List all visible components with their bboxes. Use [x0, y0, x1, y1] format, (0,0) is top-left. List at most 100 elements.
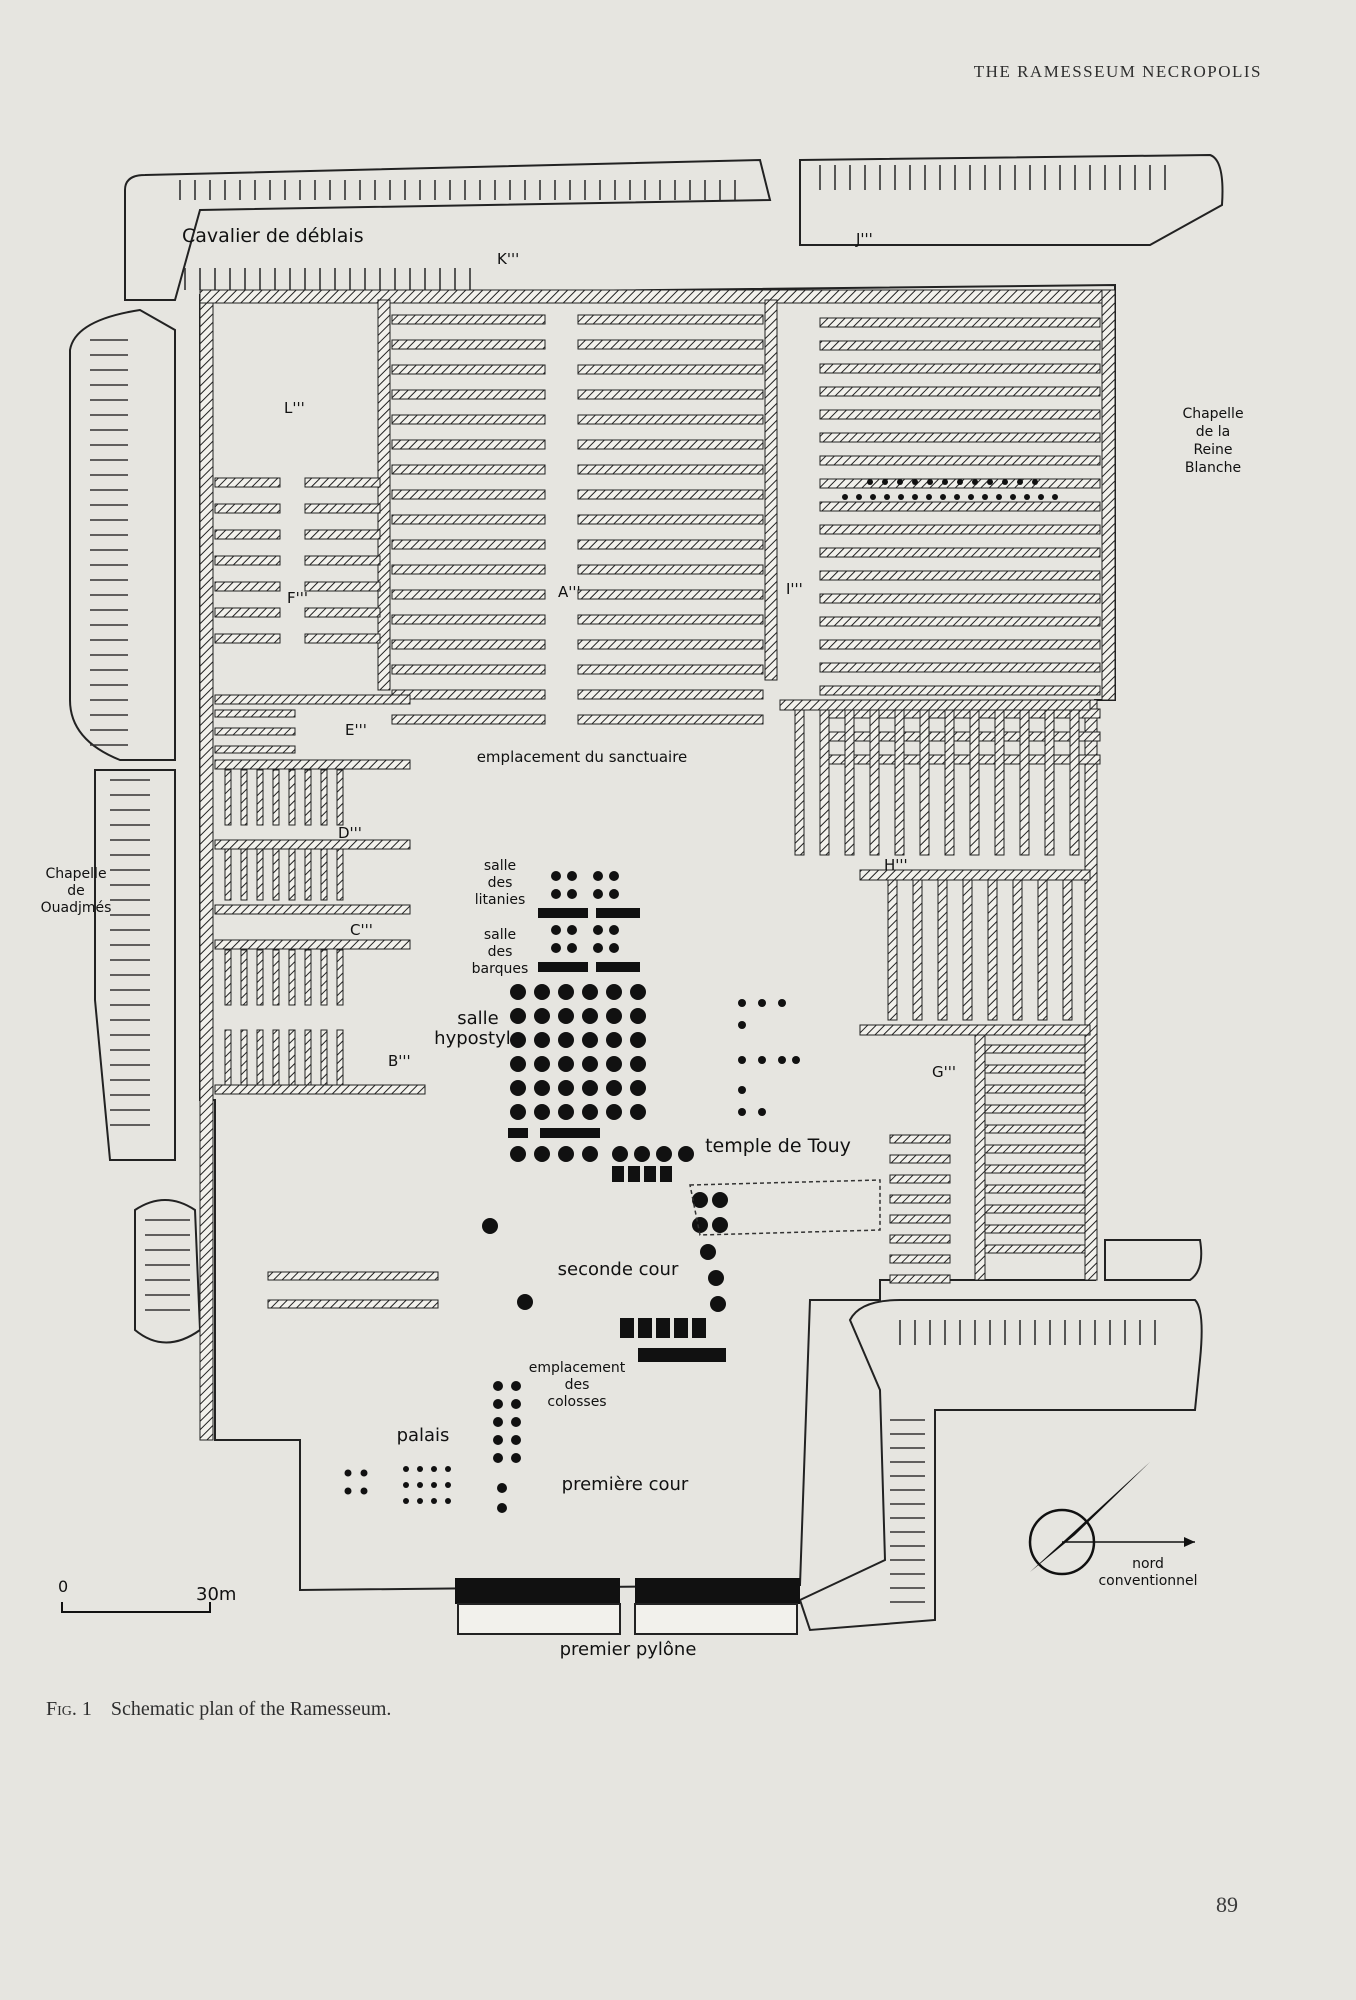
magazine-wall — [969, 704, 980, 856]
magazine-wall — [819, 731, 1101, 742]
magazine-wall — [577, 714, 764, 725]
column — [738, 999, 746, 1007]
column — [738, 1086, 746, 1094]
magazine-wall — [1062, 879, 1073, 1021]
magazine-wall — [1012, 879, 1023, 1021]
column — [497, 1503, 507, 1513]
magazine-wall — [819, 685, 1101, 696]
column — [493, 1435, 503, 1445]
magazine-wall — [214, 1084, 426, 1095]
temple-touy-outline — [689, 1179, 881, 1236]
column — [882, 479, 888, 485]
column — [912, 494, 918, 500]
magazine-wall — [1044, 704, 1055, 856]
pillar-block — [538, 908, 588, 918]
magazine-wall — [859, 869, 1091, 881]
column — [656, 1146, 672, 1162]
magazine-wall — [214, 529, 281, 540]
label-reine-blanche-1: Chapelle — [1182, 406, 1243, 422]
magazine-wall — [288, 1029, 296, 1086]
magazine-wall — [391, 639, 546, 650]
column — [417, 1466, 423, 1472]
magazine-wall — [377, 299, 391, 691]
magazine-wall — [391, 589, 546, 600]
column — [972, 479, 978, 485]
pillar-block — [596, 962, 640, 972]
label-barques-2: des — [488, 944, 513, 960]
column — [403, 1482, 409, 1488]
column — [1032, 479, 1038, 485]
magazine-wall — [272, 844, 280, 901]
column — [968, 494, 974, 500]
magazine-wall — [391, 439, 546, 450]
magazine-wall — [937, 879, 948, 1021]
column — [497, 1483, 507, 1493]
column — [630, 1008, 646, 1024]
magazine-wall — [288, 949, 296, 1006]
label-ouadjmes-3: Ouadjmés — [41, 900, 112, 916]
column — [1017, 479, 1023, 485]
magazine-wall — [577, 664, 764, 675]
magazine-wall — [984, 1244, 1086, 1254]
letter-d: D''' — [338, 824, 362, 842]
column — [738, 1056, 746, 1064]
column — [558, 1146, 574, 1162]
magazine-wall — [577, 464, 764, 475]
column — [510, 984, 526, 1000]
column — [511, 1381, 521, 1391]
magazine-wall — [944, 704, 955, 856]
letter-k: K''' — [497, 250, 519, 268]
magazine-wall — [304, 633, 381, 644]
column — [567, 943, 577, 953]
column — [867, 479, 873, 485]
column — [954, 494, 960, 500]
first-pylon — [455, 1578, 800, 1635]
column — [510, 1104, 526, 1120]
column — [710, 1296, 726, 1312]
column — [897, 479, 903, 485]
scale-zero: 0 — [58, 1577, 68, 1596]
column — [1024, 494, 1030, 500]
magazine-wall — [889, 1254, 951, 1264]
magazine-wall — [336, 844, 344, 901]
magazine-wall — [779, 699, 1091, 711]
magazine-wall — [391, 514, 546, 525]
magazine-wall — [819, 524, 1101, 535]
magazine-wall — [994, 704, 1005, 856]
column — [987, 479, 993, 485]
magazine-wall — [391, 614, 546, 625]
column — [582, 1032, 598, 1048]
letter-h: H''' — [884, 856, 908, 874]
column — [856, 494, 862, 500]
magazine-wall — [577, 689, 764, 700]
column — [534, 1032, 550, 1048]
column — [778, 1056, 786, 1064]
magazine-wall — [819, 409, 1101, 420]
magazine-wall — [987, 879, 998, 1021]
magazine-wall — [304, 769, 312, 826]
column — [558, 1080, 574, 1096]
magazine-wall — [288, 769, 296, 826]
magazine-wall — [391, 339, 546, 350]
magazine-wall — [240, 844, 248, 901]
pillar-block — [644, 1166, 656, 1182]
magazine-wall — [320, 949, 328, 1006]
magazine-wall — [391, 539, 546, 550]
column — [606, 1008, 622, 1024]
letter-j: J''' — [855, 230, 873, 248]
magazine-wall — [577, 339, 764, 350]
magazine-wall — [267, 1271, 439, 1281]
column — [534, 1056, 550, 1072]
column — [511, 1435, 521, 1445]
column — [510, 1080, 526, 1096]
magazine-wall — [214, 839, 411, 850]
column — [712, 1217, 728, 1233]
label-ouadjmes-1: Chapelle — [45, 866, 106, 882]
label-reine-blanche-2: de la — [1196, 424, 1230, 440]
plan-labels: Cavalier de déblais Chapelle de la Reine… — [41, 225, 1244, 1660]
letter-g: G''' — [932, 1063, 956, 1081]
magazine-wall — [577, 364, 764, 375]
column — [431, 1466, 437, 1472]
magazine-wall — [272, 1029, 280, 1086]
magazine-wall — [844, 704, 855, 856]
